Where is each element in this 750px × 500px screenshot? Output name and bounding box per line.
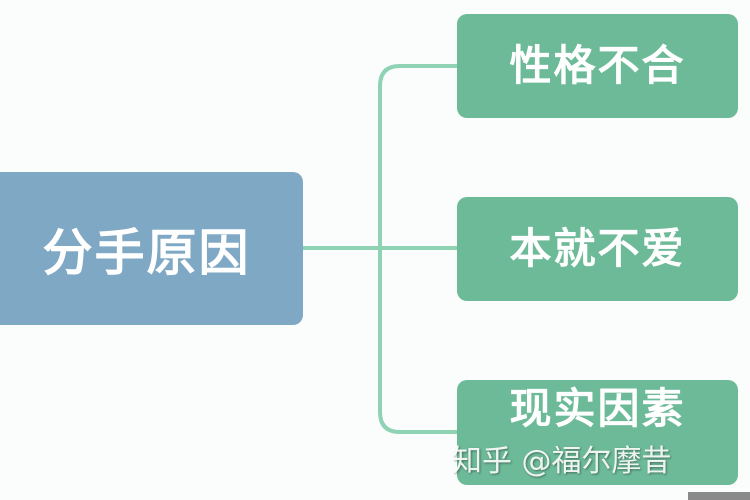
child-label: 本就不爱 — [509, 224, 686, 273]
child-node-1: 性格不合 — [457, 14, 738, 118]
root-node: 分手原因 — [0, 172, 303, 325]
corner-bar — [688, 492, 750, 500]
connector-branch-1 — [378, 64, 457, 248]
child-label: 性格不合 — [509, 41, 686, 90]
child-node-3: 现实因素 — [457, 380, 738, 485]
child-label: 现实因素 — [509, 384, 686, 433]
watermark: 知乎 @福尔摩昔 — [452, 444, 672, 479]
root-label: 分手原因 — [42, 223, 251, 282]
child-node-2: 本就不爱 — [457, 197, 738, 301]
connector-branch-3 — [378, 248, 457, 434]
